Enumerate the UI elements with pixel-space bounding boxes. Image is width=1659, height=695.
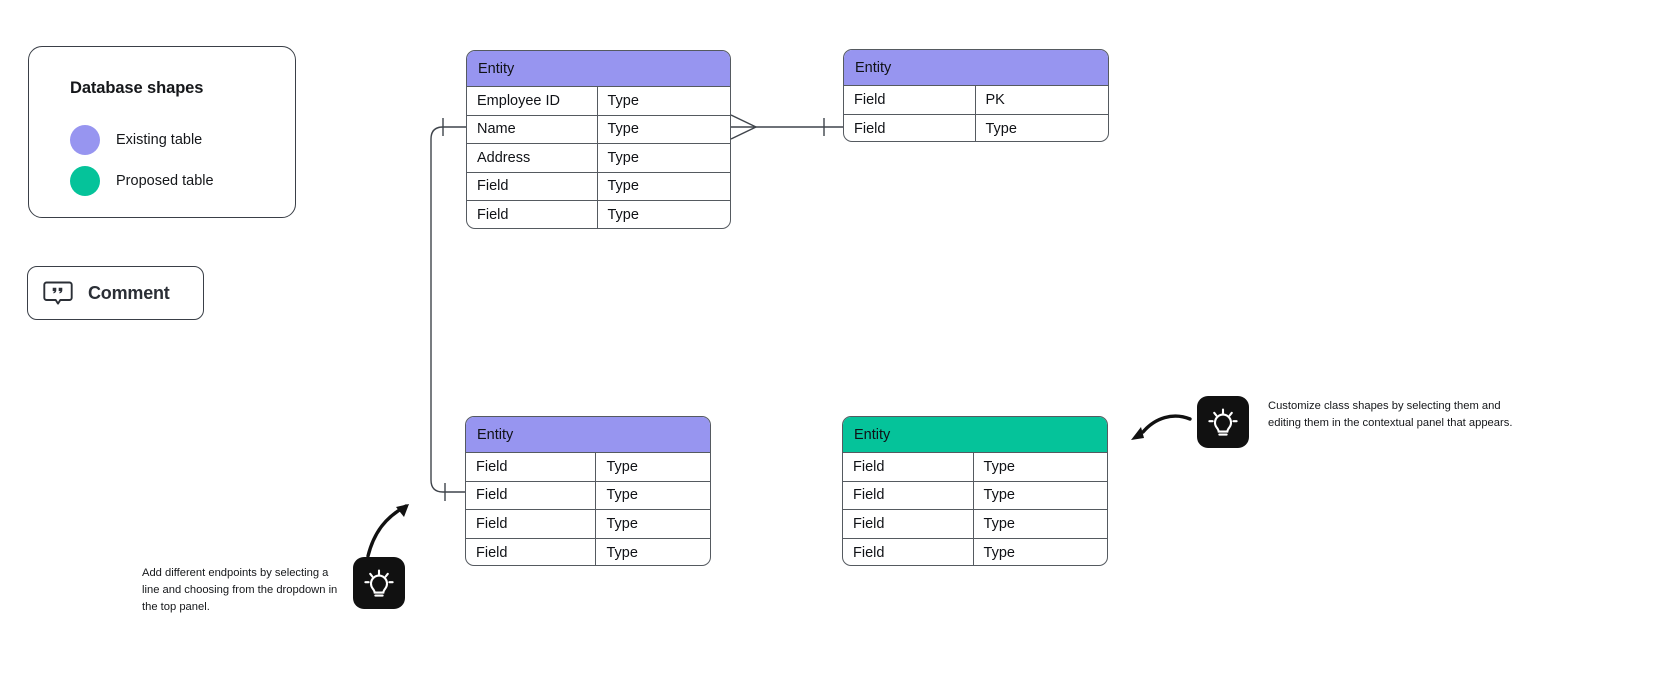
- hint-endpoints-text: Add different endpoints by selecting a l…: [142, 567, 338, 613]
- entity-table-bottom-left[interactable]: Entity Field Type Field Type Field Type …: [465, 416, 711, 566]
- entity-header: Entity: [466, 417, 710, 453]
- entity-field-name: Field: [843, 510, 974, 538]
- entity-row[interactable]: Field Type: [843, 453, 1107, 482]
- entity-row[interactable]: Field Type: [466, 510, 710, 539]
- entity-field-name: Field: [844, 86, 976, 114]
- legend-label-existing: Existing table: [116, 132, 203, 148]
- entity-field-name: Field: [843, 481, 974, 509]
- entity-table-bottom-right[interactable]: Entity Field Type Field Type Field Type …: [842, 416, 1108, 566]
- legend-swatch-proposed: [70, 166, 100, 196]
- lightbulb-icon[interactable]: [353, 557, 405, 609]
- entity-field-name: Name: [467, 115, 598, 143]
- entity-field-type: Type: [983, 487, 1015, 504]
- entity-row[interactable]: Field Type: [467, 201, 730, 228]
- entity-row[interactable]: Field Type: [843, 538, 1107, 565]
- entity-field-name: Field: [843, 538, 974, 565]
- entity-row[interactable]: Field Type: [467, 172, 730, 201]
- legend-label-proposed: Proposed table: [116, 173, 214, 189]
- comment-quote-icon: [28, 277, 74, 309]
- entity-field-name: Field: [466, 481, 597, 509]
- entity-body: Employee ID Type Name Type Address Type …: [467, 87, 730, 228]
- entity-body: Field PK Field Type: [844, 86, 1108, 141]
- entity-row[interactable]: Field Type: [843, 510, 1107, 539]
- entity-field-name: Field: [467, 201, 598, 228]
- entity-header: Entity: [844, 50, 1108, 86]
- legend-card[interactable]: Database shapes Existing table Proposed …: [28, 46, 296, 218]
- entity-field-type: Type: [607, 92, 639, 109]
- entity-row[interactable]: Employee ID Type: [467, 87, 730, 116]
- entity-row[interactable]: Field Type: [843, 481, 1107, 510]
- entity-field-type: Type: [607, 121, 639, 138]
- entity-row[interactable]: Field Type: [466, 453, 710, 482]
- entity-header: Entity: [843, 417, 1107, 453]
- legend-swatch-existing: [70, 125, 100, 155]
- entity-table-employee[interactable]: Entity Employee ID Type Name Type Addres…: [466, 50, 731, 229]
- entity-row[interactable]: Field PK: [844, 86, 1108, 115]
- entity-field-type: Type: [607, 178, 639, 195]
- hint-arrow-customize: [1131, 414, 1192, 440]
- comment-button[interactable]: Comment: [27, 266, 204, 320]
- entity-row[interactable]: Field Type: [466, 538, 710, 565]
- hint-customize-text: Customize class shapes by selecting them…: [1268, 400, 1513, 429]
- entity-field-name: Field: [466, 538, 597, 565]
- entity-field-type: Type: [606, 487, 638, 504]
- entity-field-name: Field: [843, 453, 974, 481]
- entity-field-name: Employee ID: [467, 87, 598, 115]
- entity-table-top-right[interactable]: Entity Field PK Field Type: [843, 49, 1109, 142]
- entity-field-name: Field: [466, 510, 597, 538]
- entity-field-type: Type: [983, 458, 1015, 475]
- crows-foot-endpoint: [730, 114, 758, 140]
- entity-field-type: Type: [607, 207, 639, 224]
- legend-title: Database shapes: [70, 79, 204, 97]
- entity-field-type: Type: [983, 515, 1015, 532]
- connector-elbow: [430, 126, 466, 493]
- entity-field-type: Type: [607, 149, 639, 166]
- entity-field-type: Type: [985, 120, 1017, 137]
- entity-header: Entity: [467, 51, 730, 87]
- entity-field-type: Type: [606, 544, 638, 561]
- entity-field-name: Address: [467, 144, 598, 172]
- entity-body: Field Type Field Type Field Type Field T…: [466, 453, 710, 565]
- entity-row[interactable]: Address Type: [467, 144, 730, 173]
- legend-item-existing-table: Existing table: [70, 125, 202, 155]
- entity-row[interactable]: Field Type: [844, 114, 1108, 141]
- hint-arrow-endpoints: [366, 504, 409, 558]
- entity-field-name: Field: [467, 172, 598, 200]
- lightbulb-icon[interactable]: [1197, 396, 1249, 448]
- entity-row[interactable]: Field Type: [466, 481, 710, 510]
- entity-field-type: PK: [985, 91, 1005, 108]
- entity-field-type: Type: [983, 544, 1015, 561]
- entity-field-type: Type: [606, 458, 638, 475]
- legend-item-proposed-table: Proposed table: [70, 166, 214, 196]
- entity-body: Field Type Field Type Field Type Field T…: [843, 453, 1107, 565]
- entity-field-name: Field: [466, 453, 597, 481]
- comment-button-label: Comment: [88, 282, 170, 303]
- entity-row[interactable]: Name Type: [467, 115, 730, 144]
- entity-field-name: Field: [844, 114, 976, 141]
- entity-field-type: Type: [606, 515, 638, 532]
